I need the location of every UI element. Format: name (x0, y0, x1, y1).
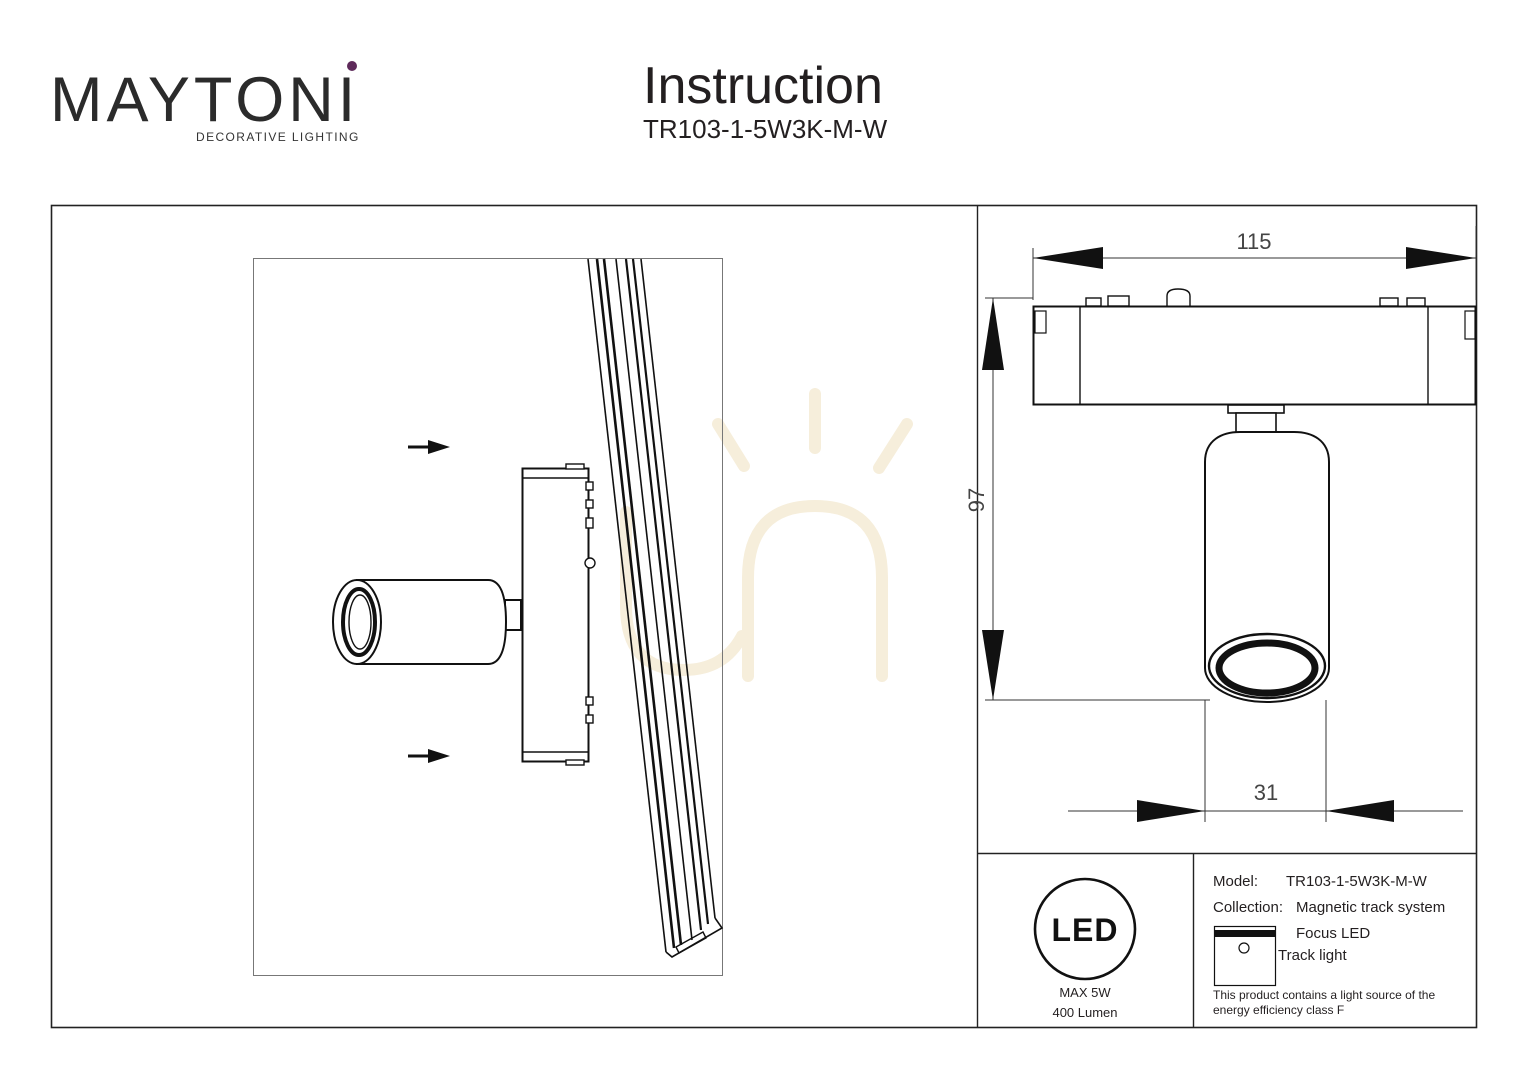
diameter-dimension (1068, 700, 1463, 822)
spotlight-front-view (1204, 404, 1330, 703)
spotlight-flange (1227, 404, 1285, 414)
brand-logo: MAYTONI (50, 65, 360, 135)
document-model-number: TR103-1-5W3K-M-W (643, 114, 888, 144)
document-title: Instruction (643, 57, 883, 115)
energy-note-line-2: energy efficiency class F (1213, 1003, 1345, 1017)
power-rating: MAX 5W (1059, 985, 1111, 1000)
led-badge-icon (1033, 877, 1137, 981)
collection-value: Magnetic track system (1296, 899, 1446, 916)
brand-tagline: DECORATIVE LIGHTING (196, 130, 360, 144)
height-dimension (982, 297, 1210, 701)
model-label: Model: (1213, 873, 1259, 890)
track-light-icon (1213, 925, 1277, 987)
model-value: TR103-1-5W3K-M-W (1286, 873, 1427, 890)
installation-panel (253, 258, 723, 976)
spotlight-stem (504, 599, 522, 631)
energy-note-line-1: This product contains a light source of … (1213, 988, 1436, 1002)
height-dimension-label: 97 (964, 488, 989, 512)
track-adapter-front-view (1032, 288, 1477, 406)
series-name: Focus LED (1296, 925, 1371, 942)
product-type: Track light (1278, 947, 1347, 964)
insert-arrow (408, 749, 450, 763)
led-badge-text: LED (1052, 912, 1119, 948)
track-adapter-side-view (521, 463, 596, 766)
width-dimension-label: 115 (1236, 229, 1271, 254)
spotlight-cylinder-side-view (332, 579, 522, 665)
diameter-dimension-label: 31 (1254, 780, 1278, 805)
spotlight-body (1204, 431, 1330, 703)
width-dimension (1032, 226, 1477, 300)
main-frame (50, 204, 1478, 1029)
magnetic-track-rail (587, 258, 724, 958)
collection-label: Collection: (1213, 899, 1284, 916)
logo-accent-dot (347, 61, 357, 71)
luminous-flux: 400 Lumen (1052, 1005, 1118, 1020)
insert-arrow (408, 440, 450, 454)
